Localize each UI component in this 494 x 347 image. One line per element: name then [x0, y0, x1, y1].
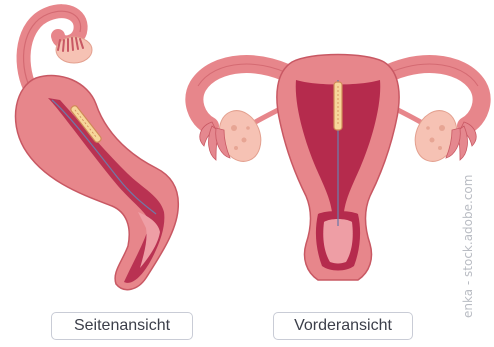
front-view-iud [334, 82, 342, 130]
side-view-uterus [15, 76, 178, 290]
front-view-illustration [194, 55, 481, 281]
side-view-illustration [15, 11, 178, 289]
side-view-label: Seitenansicht [51, 312, 193, 340]
stock-watermark: enka - stock.adobe.com [461, 175, 475, 318]
front-view-label: Vorderansicht [273, 312, 413, 340]
